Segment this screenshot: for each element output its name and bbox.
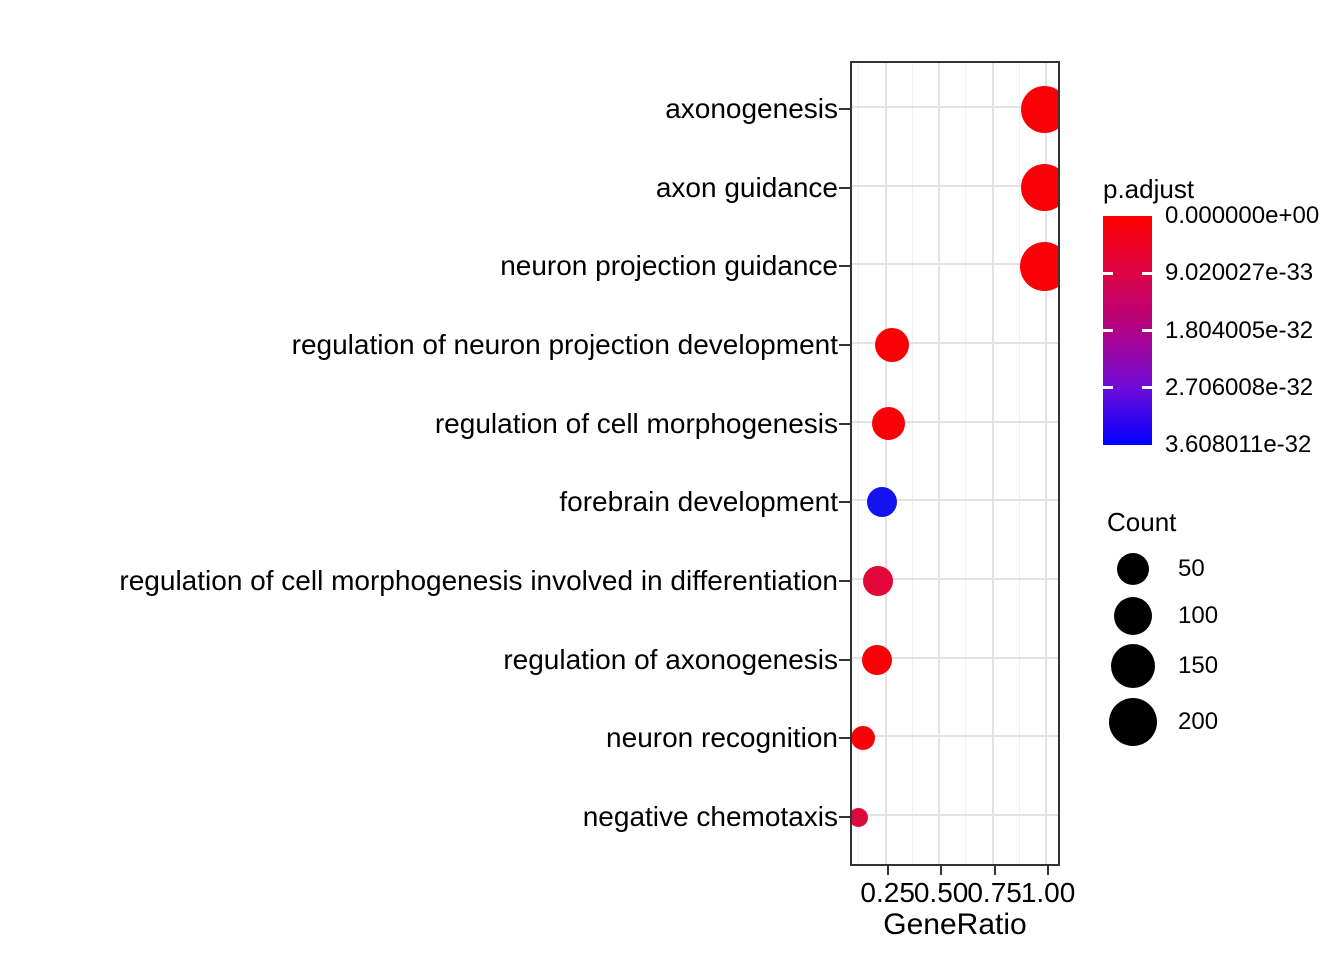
colorbar-label: 3.608011e-32 bbox=[1165, 431, 1312, 458]
minor-gridline-vertical bbox=[965, 63, 967, 864]
size-legend-label-50: 50 bbox=[1178, 555, 1205, 582]
size-legend-circle-100 bbox=[1114, 597, 1152, 635]
major-gridline-horizontal bbox=[852, 106, 1058, 108]
colorbar-label: 0.000000e+00 bbox=[1165, 202, 1320, 229]
size-legend-title: Count bbox=[1107, 507, 1177, 537]
x-axis-tick bbox=[993, 866, 996, 875]
size-legend-label-100: 100 bbox=[1178, 602, 1219, 629]
x-axis-tick bbox=[940, 866, 943, 875]
colorbar-tick bbox=[1142, 329, 1152, 332]
data-points-layer bbox=[850, 61, 1060, 866]
dot-regulation-of-cell-morphogenesis bbox=[871, 407, 905, 441]
major-gridline-vertical bbox=[884, 63, 887, 864]
dot-axon-guidance bbox=[1021, 164, 1060, 212]
dot-negative-chemotaxis bbox=[850, 807, 868, 827]
category-label-regulation-of-cell-morphogenesis: regulation of cell morphogenesis bbox=[434, 407, 838, 439]
colorbar-tick bbox=[1103, 386, 1113, 390]
colorbar-label: 2.706008e-32 bbox=[1165, 373, 1314, 401]
size-legend-label-150: 150 bbox=[1178, 652, 1219, 679]
minor-gridline-vertical bbox=[1018, 63, 1020, 864]
category-label-forebrain-development: forebrain development bbox=[559, 486, 838, 518]
y-axis-tick bbox=[839, 658, 850, 661]
major-gridline-horizontal bbox=[852, 184, 1058, 187]
dot-neuron-recognition bbox=[850, 726, 875, 751]
size-legend: Count 50 100 150 200 bbox=[1103, 500, 1343, 770]
size-legend-circle-50 bbox=[1117, 553, 1149, 585]
major-gridline-horizontal bbox=[852, 420, 1058, 423]
major-gridline-vertical bbox=[1045, 63, 1048, 864]
category-label-regulation-of-neuron-projection-development: regulation of neuron projection developm… bbox=[291, 329, 838, 360]
y-axis-tick bbox=[839, 108, 850, 110]
major-gridline-horizontal bbox=[852, 656, 1058, 659]
major-gridline-horizontal bbox=[852, 499, 1058, 502]
dot-regulation-of-cell-morphogenesis-involved-in-differentiation bbox=[863, 566, 894, 597]
category-label-neuron-recognition: neuron recognition bbox=[606, 722, 838, 754]
y-axis-tick bbox=[839, 344, 850, 346]
colorbar-tick bbox=[1142, 386, 1152, 390]
major-gridline-vertical bbox=[991, 63, 994, 864]
colorbar-tick bbox=[1142, 271, 1152, 275]
y-axis-tick bbox=[839, 186, 850, 189]
y-axis-tick bbox=[839, 816, 850, 819]
color-legend-title: p.adjust bbox=[1103, 174, 1195, 204]
category-label-axonogenesis: axonogenesis bbox=[665, 93, 838, 124]
category-label-regulation-of-axonogenesis: regulation of axonogenesis bbox=[503, 643, 838, 675]
major-gridline-horizontal bbox=[852, 735, 1058, 738]
colorbar-label: 9.020027e-33 bbox=[1165, 259, 1314, 287]
x-tick-label-1.00: 1.00 bbox=[1020, 877, 1076, 908]
colorbar-gradient bbox=[1103, 216, 1152, 445]
colorbar-tick bbox=[1103, 329, 1113, 332]
minor-gridline-vertical bbox=[911, 63, 913, 864]
dot-axonogenesis bbox=[1021, 85, 1060, 133]
dot-forebrain-development bbox=[866, 487, 897, 518]
colorbar-tick bbox=[1103, 271, 1113, 275]
colorbar-label: 1.804005e-32 bbox=[1165, 316, 1314, 344]
x-axis-title: GeneRatio bbox=[883, 908, 1027, 941]
dot-regulation-of-axonogenesis bbox=[861, 644, 892, 675]
size-legend-circle-150 bbox=[1110, 643, 1156, 689]
minor-gridline-vertical bbox=[858, 63, 860, 864]
major-gridline-horizontal bbox=[852, 814, 1058, 817]
category-label-neuron-projection-guidance: neuron projection guidance bbox=[500, 250, 838, 282]
x-tick-label-0.75: 0.75 bbox=[967, 877, 1022, 908]
size-legend-label-200: 200 bbox=[1178, 708, 1219, 735]
color-legend: p.adjust 0.000000e+00 9.020027e-33 1.80400… bbox=[1103, 173, 1343, 483]
y-axis-tick bbox=[839, 501, 850, 504]
x-tick-label-0.50: 0.50 bbox=[913, 877, 969, 908]
major-gridline-horizontal bbox=[852, 342, 1058, 344]
category-label-negative-chemotaxis: negative chemotaxis bbox=[582, 801, 838, 833]
size-legend-circle-200 bbox=[1108, 697, 1158, 747]
category-label-axon-guidance: axon guidance bbox=[655, 171, 838, 203]
y-axis-tick bbox=[839, 422, 850, 425]
category-label-regulation-of-cell-morphogenesis-involved-in-differentiation: regulation of cell morphogenesis involve… bbox=[119, 565, 838, 597]
dot-neuron-projection-guidance bbox=[1020, 241, 1060, 291]
dot-regulation-of-neuron-projection-development bbox=[875, 328, 910, 362]
major-gridline-horizontal bbox=[852, 578, 1058, 581]
x-tick-label-0.25: 0.25 bbox=[860, 877, 915, 908]
major-gridline-vertical bbox=[938, 63, 941, 864]
major-gridline-horizontal bbox=[852, 263, 1058, 266]
x-axis-tick bbox=[886, 866, 889, 875]
y-axis-tick bbox=[839, 737, 850, 740]
x-axis-tick bbox=[1047, 866, 1050, 875]
y-axis-tick bbox=[839, 580, 850, 583]
y-axis-tick bbox=[839, 265, 850, 268]
